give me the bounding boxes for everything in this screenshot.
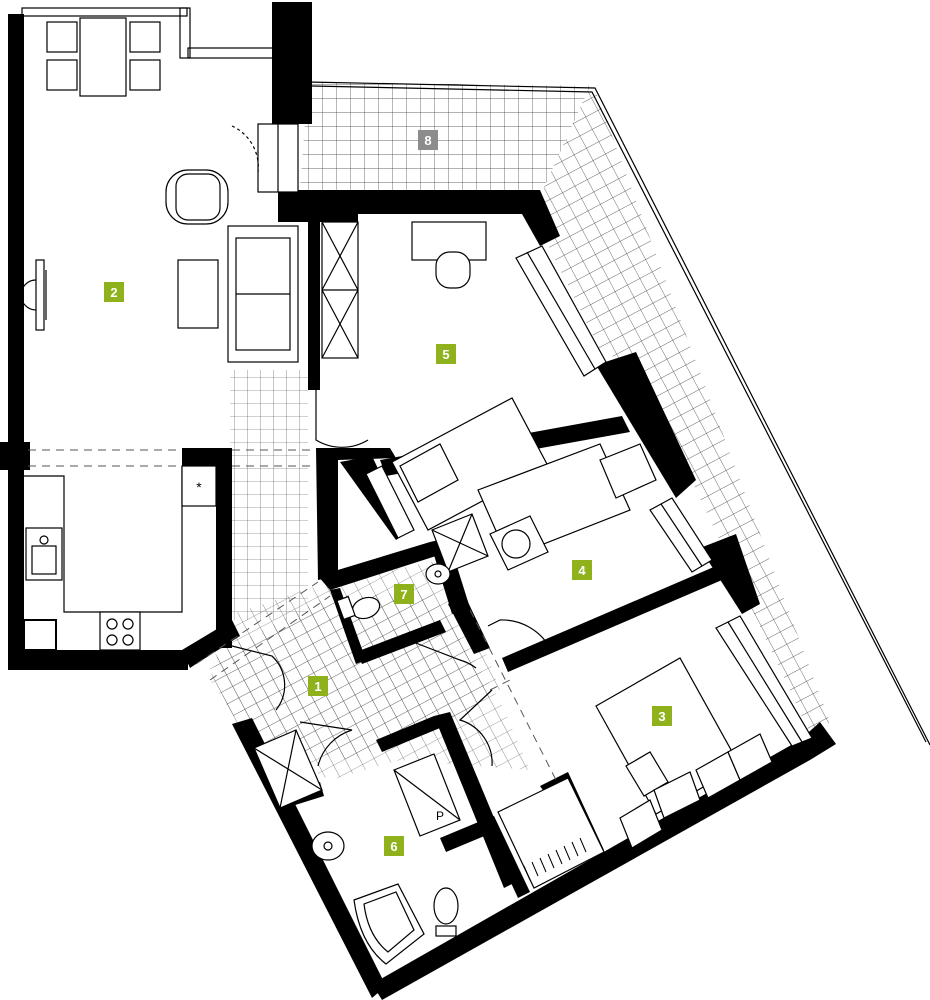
svg-text:1: 1 — [314, 679, 321, 694]
svg-text:7: 7 — [400, 587, 407, 602]
fridge-mark: * — [196, 479, 202, 495]
svg-text:4: 4 — [578, 563, 586, 578]
room-badge-1: 1 — [308, 676, 328, 696]
furniture-room4 — [431, 443, 657, 573]
room-badge-5: 5 — [436, 344, 456, 364]
furniture-kitchen: * — [24, 465, 217, 651]
furniture-room5 — [321, 221, 549, 539]
doors — [231, 125, 551, 767]
room-badge-8: 8 — [418, 130, 438, 150]
svg-text:5: 5 — [442, 347, 449, 362]
wardrobe — [497, 777, 605, 889]
boiler-mark: P — [436, 809, 444, 823]
windows — [257, 123, 813, 747]
zone-lines — [28, 449, 557, 781]
terrace — [300, 81, 930, 746]
room-badge-6: 6 — [384, 836, 404, 856]
furniture-living — [20, 17, 299, 363]
furniture-room7 — [336, 563, 451, 621]
furniture-room3 — [595, 657, 773, 849]
svg-text:8: 8 — [424, 133, 431, 148]
furniture-room6: P — [253, 729, 461, 965]
room-badge-4: 4 — [572, 560, 592, 580]
room-badge-7: 7 — [394, 584, 414, 604]
svg-text:3: 3 — [658, 709, 665, 724]
svg-text:6: 6 — [390, 839, 397, 854]
room-badge-2: 2 — [104, 282, 124, 302]
room-badge-3: 3 — [652, 706, 672, 726]
svg-text:2: 2 — [110, 285, 117, 300]
